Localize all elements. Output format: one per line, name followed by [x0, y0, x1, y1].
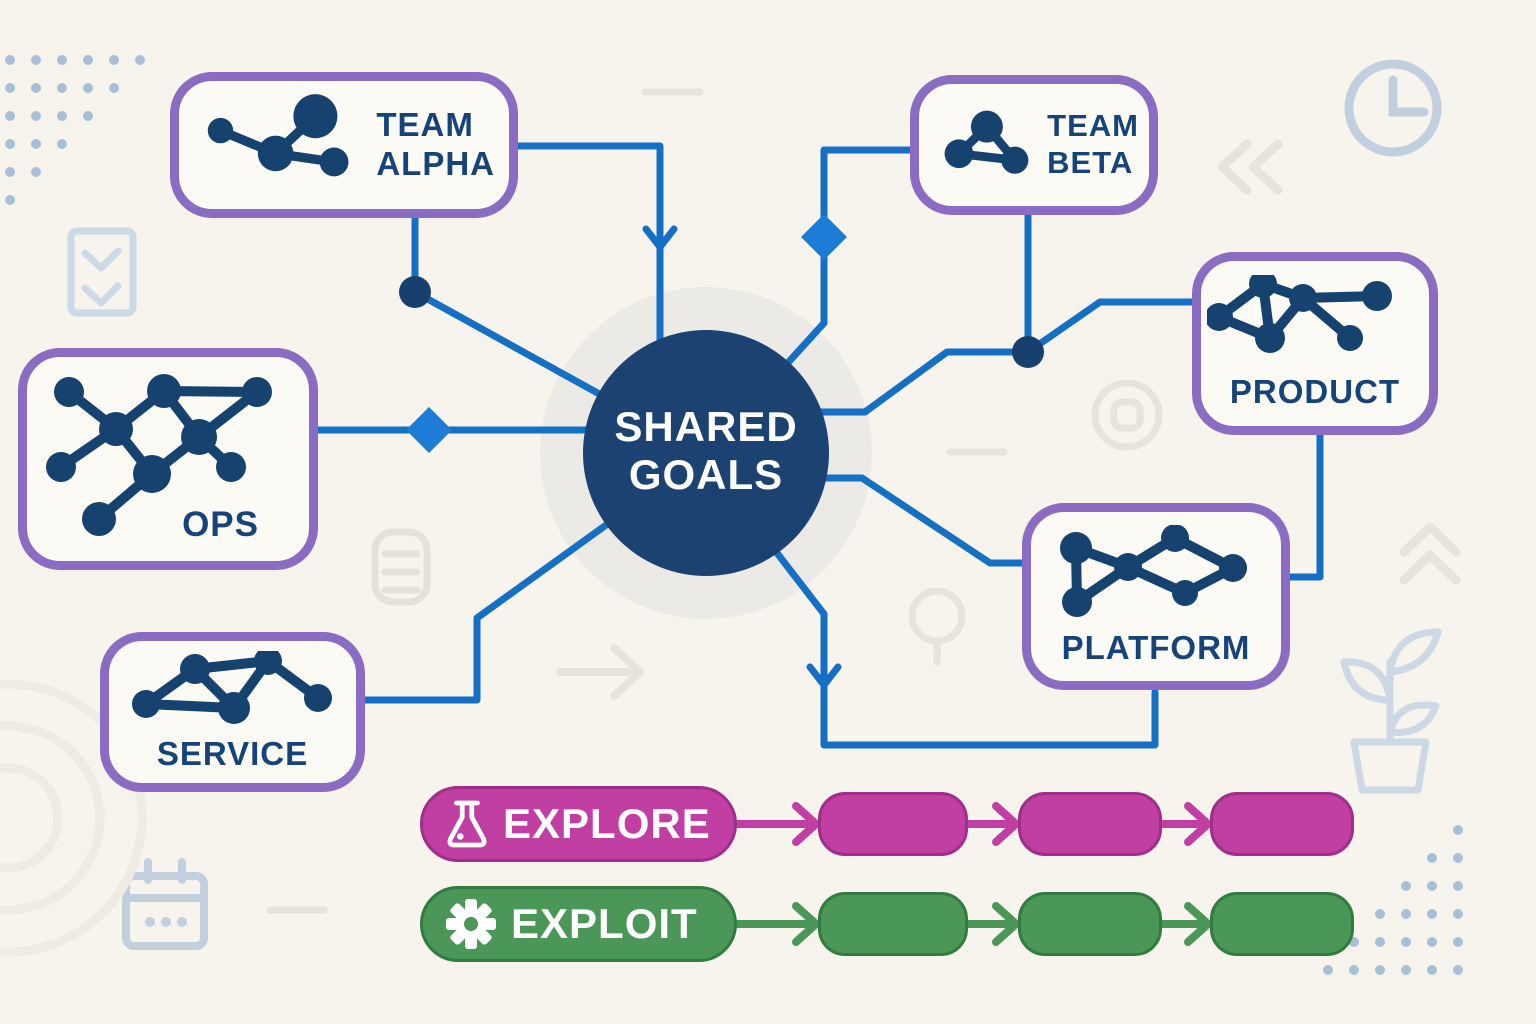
node-team-alpha: TEAM ALPHA [170, 72, 518, 218]
explore-step-pill [818, 792, 968, 856]
exploit-step-pill [1018, 892, 1162, 956]
product-label: PRODUCT [1229, 373, 1401, 411]
network-graph-icon [1207, 275, 1392, 354]
diamond-node [801, 214, 847, 260]
connector-service-center [361, 449, 710, 704]
flask-icon [447, 800, 487, 848]
node-product: PRODUCT [1192, 252, 1438, 435]
explore-label: EXPLORE [503, 800, 711, 847]
gear-icon [446, 899, 496, 949]
magnifier-icon [908, 587, 966, 666]
explore-step-pill [1210, 792, 1354, 856]
concentric-circles [0, 679, 147, 957]
checklist-icon [67, 227, 137, 317]
plant-icon [1340, 628, 1442, 794]
exploit-step-pill [1210, 892, 1354, 956]
service-label: SERVICE [156, 734, 309, 772]
calendar-icon [122, 858, 208, 950]
exploit-label: EXPLOIT [511, 900, 698, 947]
dot-grid-bottom-right [1323, 825, 1463, 975]
down-arrowhead-icon [806, 663, 842, 689]
explore-flow-arrows [733, 802, 1212, 846]
coin-icon [1091, 379, 1163, 451]
network-graph-icon [1060, 525, 1247, 618]
node-service: SERVICE [100, 632, 365, 792]
junction-dot [1012, 336, 1044, 368]
connector-junction-product [1024, 298, 1196, 356]
diamond-node [406, 407, 452, 453]
battery-icon [371, 528, 431, 606]
node-team-beta: TEAM BETA [910, 75, 1158, 215]
arrow-right-icon [556, 644, 644, 700]
team-alpha-label: TEAM ALPHA [376, 106, 495, 182]
clock-icon [1344, 59, 1442, 157]
explore-step-pill [1018, 792, 1162, 856]
explore-pill: EXPLORE [420, 786, 737, 862]
network-mesh-icon [46, 374, 272, 536]
node-platform: PLATFORM [1022, 503, 1290, 690]
node-ops: OPS [18, 348, 318, 570]
chevrons-left-icon [1217, 139, 1283, 195]
center-label: SHARED GOALS [614, 403, 798, 499]
network-graph-icon [131, 650, 332, 724]
exploit-step-pill [818, 892, 968, 956]
down-arrowhead-icon [642, 225, 678, 251]
network-graph-icon [207, 94, 349, 177]
exploit-flow-arrows [733, 902, 1212, 946]
junction-dot [399, 276, 431, 308]
chevrons-up-icon [1399, 522, 1461, 585]
dot-grid-top-left [5, 55, 145, 205]
connector-center-platform-bottom [736, 501, 1159, 749]
dash-marks [266, 88, 1008, 914]
ops-label: OPS [182, 504, 259, 544]
team-beta-label: TEAM BETA [1047, 108, 1139, 180]
network-triangle-icon [944, 110, 1029, 174]
platform-label: PLATFORM [1061, 629, 1251, 667]
exploit-pill: EXPLOIT [420, 886, 737, 962]
connector-product-platform [1286, 431, 1324, 581]
center-circle [583, 330, 829, 576]
